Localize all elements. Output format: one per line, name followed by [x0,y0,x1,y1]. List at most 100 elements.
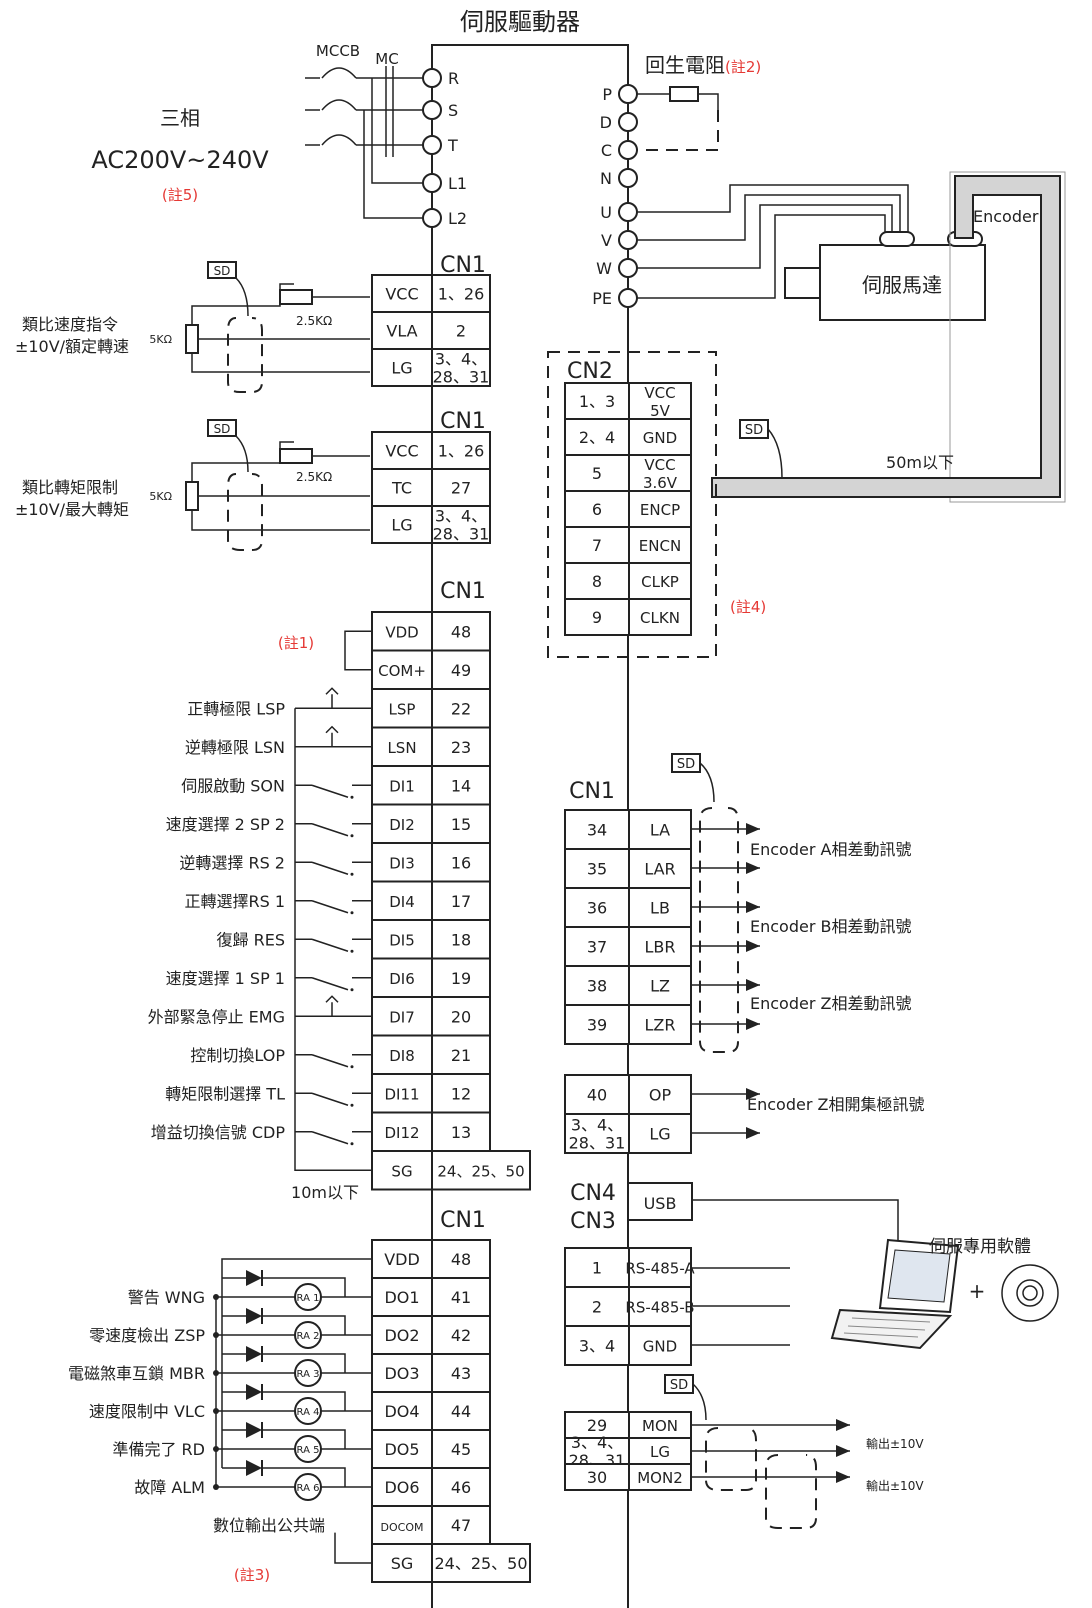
di-sig-text: DI12 [384,1124,419,1142]
arrow-head-icon [836,1445,850,1457]
di-pin-text: 20 [451,1007,471,1026]
encoder-label: Encoder [973,207,1039,226]
di-sig-text: DI1 [389,777,415,795]
mon_rows-cell [564,1411,630,1439]
di-sig-cell [371,649,433,690]
cn2-dashed-frame [547,351,717,658]
cn2_rows-cell [564,598,630,636]
mon_rows-pin-text: 30 [587,1468,607,1487]
note3-label: (註3) [234,1566,270,1584]
di-pin-text: 21 [451,1046,471,1065]
speed-pot-wiring: 2.5KΩ 5KΩ [149,277,370,393]
cn2_rows-pin-text: 8 [592,572,602,591]
power-phase-label: 三相 [160,106,200,130]
terminal-label: W [596,259,612,278]
terminal-label: P [602,85,612,104]
do-pin-cell [431,1467,491,1507]
speed_cmd.rows-cell [371,348,433,387]
terminal-label: U [600,203,612,222]
usb-port [627,1182,693,1221]
sd-wire [699,762,715,803]
speed_cmd.rows-pin-text: 3、4、28、31 [433,350,490,387]
di-label: 正轉選擇RS 1 [184,892,285,911]
do-sig-cell [371,1467,433,1507]
cn2-label: CN2 [567,359,613,384]
drive-output-terminals: P D C N U V W PE [592,84,638,308]
di-label: 控制切換LOP [190,1046,285,1065]
cn2_rows-pin-text: 6 [592,500,602,519]
di-row: DI8 21 控制切換LOP [190,1034,491,1075]
do-pin-text: 47 [451,1516,471,1535]
do-pin-cell [431,1239,491,1279]
terminal-label: C [601,141,612,160]
cn1-label: CN1 [440,1208,486,1233]
di-pin-text: 49 [451,661,471,680]
arrow-head-icon [746,940,760,952]
cn3-label: CN3 [570,1209,616,1234]
do-label: 準備完了 RD [112,1440,205,1459]
encoder-cable-shield [711,175,1061,498]
arrow-head-icon [836,1471,850,1483]
power-voltage-label: AC200V~240V [91,146,269,174]
enc_out_rows-cell [628,1004,692,1045]
di-sig-text: COM+ [378,662,426,680]
usb-label: USB [644,1194,677,1213]
sg-pin-text: 24、25、50 [437,1162,524,1180]
sd-tag [207,261,237,279]
enc_out_rows-sig-text: LZR [645,1016,676,1035]
di-pin-cell [431,611,491,652]
do-pin-text: 24、25、50 [434,1554,527,1573]
note4-label: (註4) [730,598,766,616]
torque_cmd.rows-sig-text: VCC [385,442,418,461]
op_rows-sig-text: OP [649,1086,672,1105]
enc_out_rows-pin-text: 35 [587,860,607,879]
di-sig-text: DI2 [389,816,415,834]
cn1-label: CN1 [569,779,615,804]
torque_cmd.rows-sig-text: LG [391,516,412,535]
di-label: 增益切換信號 CDP [151,1123,286,1142]
do-label: 電磁煞車互鎖 MBR [68,1364,205,1383]
servo-motor-box [819,244,986,321]
do-pin-text: 41 [451,1288,471,1307]
torque_cmd.rows-pin-text: 27 [451,479,471,498]
op_rows-cell [564,1113,630,1154]
do-sig-text: DOCOM [381,1521,424,1534]
do-sig-text: VDD [384,1250,420,1269]
di-sig-text: DI3 [389,854,415,872]
software-label: 伺服專用軟體 [929,1237,1031,1257]
torque_cmd.rows-cell [371,505,433,544]
arrow-head-icon [746,1018,760,1030]
di-sig-text: DI8 [389,1047,415,1065]
power-input-wiring [305,66,432,219]
speed-cmd-label: 類比速度指令 [22,315,118,334]
cn1-label: CN1 [440,579,486,604]
cn1-label: CN1 [440,409,486,434]
arrow-head-icon [746,901,760,913]
cd-icon [1001,1264,1059,1322]
di-pin-cell [431,919,491,960]
enc_out_rows-pin-text: 36 [587,899,607,918]
do-sig-text: DO1 [384,1288,419,1307]
di-pin-text: 12 [451,1084,471,1103]
do-label: 速度限制中 VLC [89,1402,205,1421]
